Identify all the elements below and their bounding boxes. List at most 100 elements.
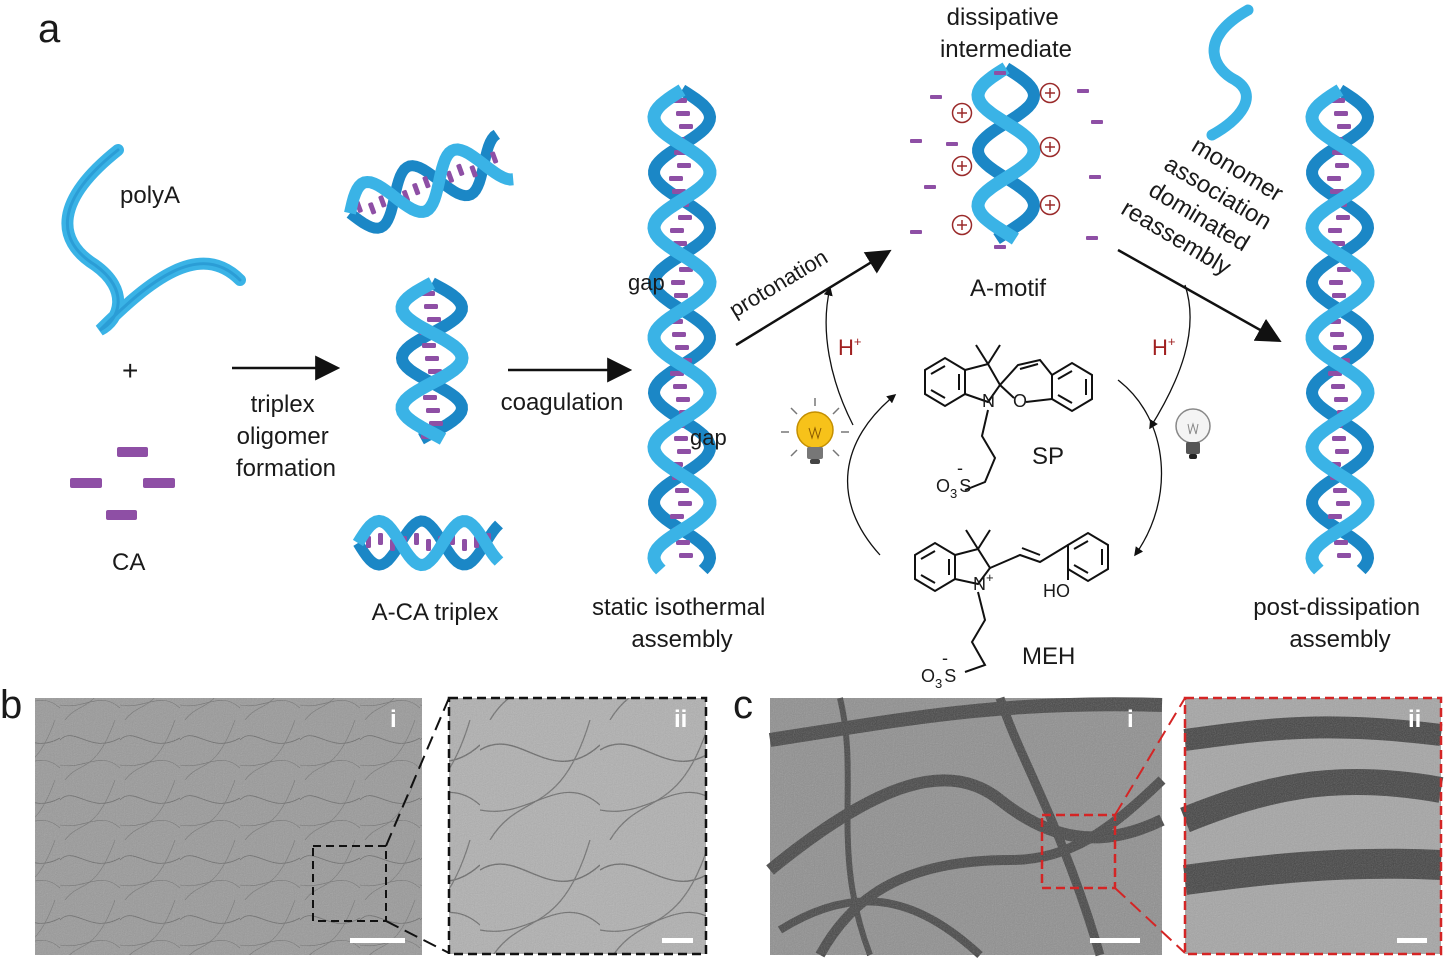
base-mark: [1334, 111, 1348, 116]
scale-bar-b-i: [350, 938, 405, 943]
helix-strand-back: [972, 62, 1041, 245]
base-mark: [490, 151, 499, 164]
panel-label-c: c: [733, 683, 753, 727]
base-mark: [674, 436, 688, 441]
negative-charge-mark: [924, 185, 936, 189]
base-mark: [669, 176, 683, 181]
base-mark: [1327, 176, 1341, 181]
sp-n-atom: N: [982, 391, 995, 411]
micrograph-c-ii: [1180, 696, 1444, 956]
cycle-arrow-right-down: [1117, 379, 1163, 557]
base-mark: [414, 533, 419, 545]
plus-sign: +: [122, 355, 138, 386]
base-mark: [401, 189, 410, 203]
positive-charge-icon: [951, 155, 973, 177]
sp-o-atom: O: [1013, 391, 1027, 411]
monomer-strand: [1206, 4, 1254, 141]
micrograph-c-i-label: i: [1127, 706, 1134, 733]
base-mark: [674, 293, 688, 298]
lit-bulb-icon: [781, 398, 849, 464]
cycle-arrow-hplus-left: [823, 286, 854, 426]
base-mark: [1337, 124, 1351, 129]
micrograph-b-ii-label: ii: [674, 706, 687, 733]
base-mark: [670, 371, 684, 376]
base-mark: [412, 183, 421, 196]
helix-strand-back: [1305, 84, 1375, 575]
sp-structure: [924, 344, 1093, 491]
base-mark: [456, 163, 465, 176]
base-mark: [1332, 293, 1346, 298]
base-mark: [672, 332, 686, 337]
positive-charge-icon: [1039, 82, 1061, 104]
base-mark: [1335, 163, 1349, 168]
helix-strand-front: [971, 62, 1041, 245]
meh-label: MEH: [1022, 643, 1075, 670]
base-mark: [446, 170, 455, 183]
protonation-arrow: [735, 249, 892, 347]
a-motif-helix: [971, 62, 1041, 245]
base-mark: [368, 202, 377, 215]
negative-charge-mark: [946, 142, 958, 146]
base-mark: [429, 421, 443, 426]
base-mark: [1328, 514, 1342, 519]
gap-label-upper: gap: [628, 270, 665, 295]
base-mark: [1334, 540, 1348, 545]
unlit-bulb-icon: [1175, 408, 1211, 459]
static-assembly-helix: [647, 84, 717, 575]
base-mark: [1330, 332, 1344, 337]
sp-label: SP: [1032, 443, 1064, 470]
micrograph-c-i: [766, 696, 1166, 958]
cycle-arrow-hplus-right: [1149, 284, 1191, 430]
base-mark: [679, 267, 693, 272]
triplex-oligomer-bottom: [352, 514, 504, 572]
positive-charge-icon: [951, 102, 973, 124]
zoom-box-c: [1040, 813, 1117, 890]
helix-strand-back: [353, 515, 503, 571]
base-mark: [1333, 345, 1347, 350]
base-mark: [678, 215, 692, 220]
helix-strand-front: [352, 514, 504, 572]
micrograph-b-i: [35, 698, 422, 955]
triplex-oligomer-middle: [395, 277, 469, 445]
protonation-label: protonation: [725, 244, 832, 322]
base-mark: [676, 540, 690, 545]
scale-bar-c-i: [1090, 938, 1140, 943]
zoom-line-b-top: [385, 697, 450, 847]
coagulation-label: coagulation: [501, 389, 624, 416]
base-mark: [675, 345, 689, 350]
panel-label-a: a: [38, 7, 61, 51]
triplex-formation-label: triplex oligomer formation: [236, 391, 336, 482]
negative-charge-mark: [1091, 120, 1103, 124]
positive-charge-icon: [1039, 136, 1061, 158]
polyA-strand: [61, 144, 246, 336]
base-mark: [426, 539, 431, 551]
dissipative-intermediate-label: dissipative intermediate: [940, 4, 1072, 63]
base-mark: [679, 124, 693, 129]
gap-label-lower: gap: [690, 425, 727, 450]
base-mark: [670, 228, 684, 233]
base-mark: [424, 304, 438, 309]
zoom-box-b: [312, 845, 387, 922]
base-mark: [422, 343, 436, 348]
polyA-label: polyA: [120, 182, 180, 209]
zoom-line-c-top: [1114, 697, 1186, 816]
positive-charge-icon: [951, 214, 973, 236]
negative-charge-mark: [910, 139, 922, 143]
cycle-arrow-left-up: [847, 394, 897, 556]
helix-strand-front: [344, 143, 514, 218]
meh-minus: -: [942, 648, 948, 668]
base-mark: [1335, 449, 1349, 454]
base-mark: [673, 384, 687, 389]
base-mark: [1331, 384, 1345, 389]
negative-charge-mark: [1086, 236, 1098, 240]
meh-structure: [914, 529, 1109, 673]
triplex-label: A-CA triplex: [372, 599, 499, 626]
base-mark: [671, 280, 685, 285]
base-mark: [378, 195, 387, 208]
base-mark: [426, 408, 440, 413]
ca-molecules: [70, 447, 175, 520]
post-dissipation-label: post-dissipation assembly: [1253, 594, 1426, 653]
hplus-left: H+: [838, 334, 861, 360]
